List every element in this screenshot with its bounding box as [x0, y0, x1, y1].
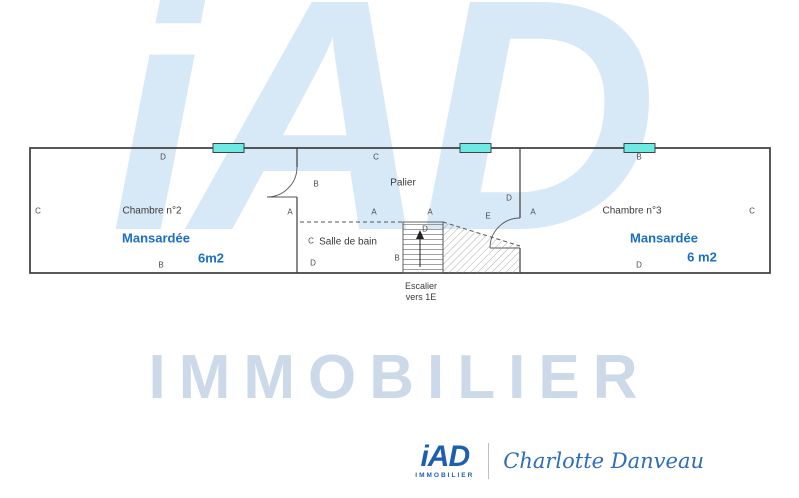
footer-branding: iAD IMMOBILIER Charlotte Danveau [415, 438, 704, 484]
watermark-immobilier: IMMOBILIER [148, 343, 651, 412]
wall-label-D: D [506, 193, 512, 203]
room-area-chambre2: 6m2 [197, 250, 225, 266]
hatched-slope [442, 221, 521, 273]
stairs-label: Escalier vers 1E [405, 281, 437, 303]
stairs-label-line2: vers 1E [405, 292, 437, 302]
agency-logo-text: iAD [420, 439, 470, 473]
wall-label-A: A [371, 207, 377, 217]
wall-label-E: E [485, 211, 491, 221]
wall-label-C: C [373, 152, 379, 162]
wall-label-D: D [422, 224, 428, 234]
wall-label-A: A [530, 207, 536, 217]
window-3 [623, 143, 656, 153]
agent-name: Charlotte Danveau [503, 449, 704, 473]
window-1 [212, 143, 245, 153]
room-feature-chambre3: Mansardée [630, 230, 698, 246]
wall-label-D: D [160, 152, 166, 162]
stairs-label-line1: Escalier [404, 281, 438, 291]
agency-logo-subtext: IMMOBILIER [415, 471, 475, 479]
watermark-brand: iAD [110, 0, 658, 299]
room-label-palier: Palier [390, 177, 416, 189]
room-feature-chambre2: Mansardée [122, 230, 190, 246]
wall-label-B: B [313, 179, 319, 189]
wall-label-B: B [394, 253, 400, 263]
wall-label-C: C [308, 236, 314, 246]
window-2 [459, 143, 492, 153]
wall-label-A: A [287, 207, 293, 217]
wall-label-D: D [636, 260, 642, 270]
wall-label-B: B [158, 260, 164, 270]
agency-logo: iAD IMMOBILIER [415, 439, 475, 479]
room-label-chambre3: Chambre n°3 [602, 205, 662, 217]
wall-label-B: B [636, 152, 642, 162]
room-area-chambre3: 6 m2 [687, 249, 717, 265]
room-label-salle-de-bain: Salle de bain [319, 236, 377, 248]
staircase [402, 221, 444, 274]
outer-walls [29, 147, 771, 274]
wall-label-D: D [310, 258, 316, 268]
footer-divider [488, 443, 490, 479]
wall-label-C: C [35, 206, 41, 216]
wall-label-C: C [749, 206, 755, 216]
room-label-chambre2: Chambre n°2 [122, 205, 182, 217]
wall-label-A: A [427, 207, 433, 217]
door-arc-left [266, 166, 298, 198]
